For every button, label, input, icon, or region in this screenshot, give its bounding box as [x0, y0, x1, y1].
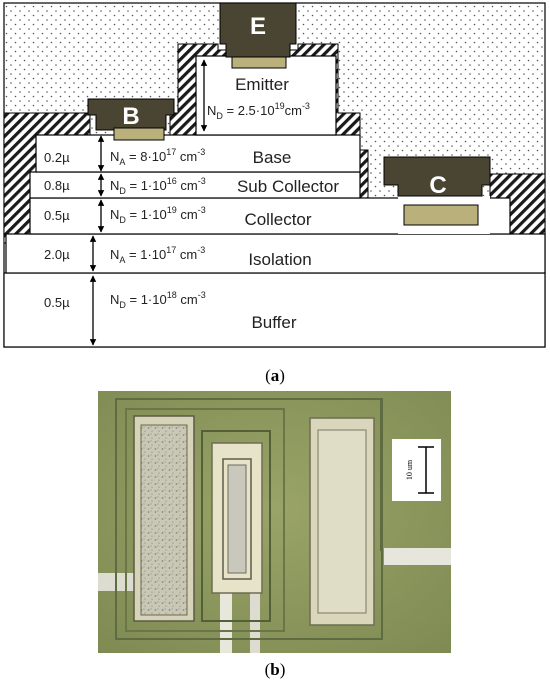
device-cross-section-diagram: E B C Emitter Base Sub Collector Collect…	[3, 2, 546, 348]
emitter-layer-label: Emitter	[235, 75, 289, 94]
base-thickness-label: 0.2µ	[44, 150, 70, 165]
micrograph-photo: 10 um	[98, 391, 451, 653]
inner-mesa-outline	[125, 408, 285, 632]
isolation-layer-label: Isolation	[248, 250, 311, 269]
collector-contact-label: C	[429, 172, 446, 199]
emitter-core	[227, 464, 247, 574]
buffer-thickness-label: 0.5µ	[44, 295, 70, 310]
emitter-contact-label: E	[250, 13, 266, 40]
isolation-doping-label: NA = 1·1017 cm-3	[110, 245, 205, 265]
buffer-layer	[3, 272, 546, 348]
base-metal-contact	[140, 424, 188, 616]
base-layer	[35, 134, 361, 173]
emitter-metal-inner	[222, 458, 252, 580]
subcollector-thickness-label: 0.8µ	[44, 178, 70, 193]
collector-contact-pad	[403, 204, 479, 226]
buffer-doping-label: ND = 1·1018 cm-3	[110, 290, 206, 310]
collector-metal-inner	[317, 429, 367, 614]
collector-mesa-outline	[298, 398, 382, 551]
emitter-outline	[201, 430, 271, 622]
subcollector-doping-label: ND = 1·1016 cm-3	[110, 176, 206, 196]
base-doping-label: NA = 8·1017 cm-3	[110, 147, 205, 167]
collector-thickness-label: 0.5µ	[44, 208, 70, 223]
scale-bar-label: 10 um	[405, 459, 414, 480]
caption-b: (b)	[264, 660, 286, 679]
base-contact[interactable]	[87, 98, 175, 131]
collector-contact[interactable]	[383, 156, 491, 197]
collector-doping-label: ND = 1·1019 cm-3	[110, 205, 206, 225]
emitter-contact[interactable]	[219, 2, 297, 58]
trace-vertical-1	[220, 583, 232, 653]
isolation-thickness-label: 2.0µ	[44, 247, 70, 262]
scale-bar-box	[392, 439, 441, 501]
subcollector-layer-label: Sub Collector	[237, 177, 339, 196]
caption-a: (a)	[265, 366, 285, 385]
collector-layer-label: Collector	[244, 210, 311, 229]
base-contact-pad	[113, 127, 165, 141]
emitter-doping-label: ND = 2.5·1019cm-3	[207, 101, 310, 121]
trace-right	[384, 548, 451, 565]
emitter-contact-pad	[231, 56, 287, 69]
base-contact-label: B	[122, 103, 139, 130]
base-layer-label: Base	[253, 148, 292, 167]
buffer-layer-label: Buffer	[251, 313, 296, 332]
